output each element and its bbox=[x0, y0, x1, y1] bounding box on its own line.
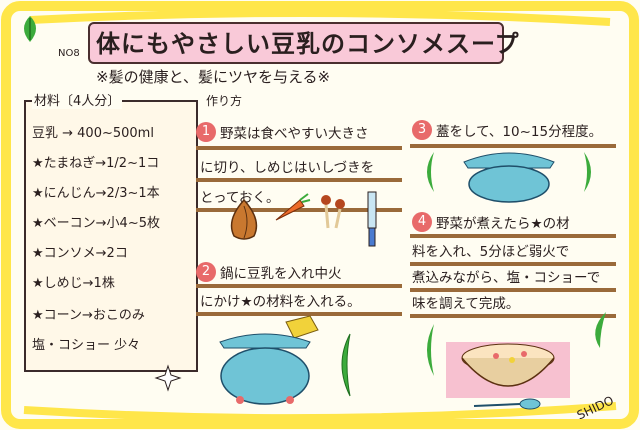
step-4-line-1: 野菜が煮えたら★の材 bbox=[436, 216, 570, 232]
page-title: 体にもやさしい豆乳のコンソメスープ bbox=[96, 30, 520, 58]
knife-icon bbox=[367, 191, 377, 247]
ingredient-item: ★たまねぎ→1/2~1コ bbox=[32, 156, 160, 171]
pot-icon bbox=[463, 152, 555, 203]
ingredient-item: ★コンソメ→2コ bbox=[32, 246, 128, 261]
step-number-4: 4 bbox=[412, 212, 432, 232]
step-4-line-2: 料を入れ、5分ほど弱火で bbox=[412, 244, 570, 260]
ruled-line bbox=[410, 288, 616, 292]
ruled-line bbox=[196, 312, 402, 316]
soup-bowl-icon bbox=[446, 342, 570, 398]
ingredients-heading: 材料〔4人分〕 bbox=[32, 90, 123, 109]
onion-icon bbox=[230, 198, 258, 240]
ingredient-item: ★コーン→おこのみ bbox=[32, 308, 145, 323]
step-2-line-2: にかけ★の材料を入れる。 bbox=[200, 294, 361, 310]
step-number-3: 3 bbox=[412, 120, 432, 140]
pot-icon bbox=[219, 333, 311, 405]
ingredient-item: 豆乳 → 400~500ml bbox=[32, 126, 154, 141]
method-heading: 作り方 bbox=[206, 94, 243, 108]
sparkle-icon bbox=[154, 364, 182, 392]
step-number-2: 2 bbox=[196, 262, 216, 282]
step-4-line-4: 味を調えて完成。 bbox=[412, 296, 520, 312]
ingredient-item: 塩・コショー 少々 bbox=[32, 338, 141, 353]
ingredients-box bbox=[24, 100, 198, 372]
ruled-line bbox=[196, 284, 402, 288]
issue-number: NO8 bbox=[58, 48, 80, 59]
step-1-line-1: 野菜は食べやすい大きさ bbox=[220, 126, 369, 142]
step-3-line-1: 蓋をして、10~15分程度。 bbox=[436, 124, 603, 140]
ingredient-item: ★しめじ→1株 bbox=[32, 276, 115, 291]
ruled-line bbox=[410, 314, 616, 318]
ruled-line bbox=[196, 146, 402, 150]
step-1-line-2: に切り、しめじはいしづきを bbox=[200, 160, 375, 176]
step-2-line-1: 鍋に豆乳を入れ中火 bbox=[220, 266, 342, 282]
ruled-line bbox=[410, 234, 616, 238]
ruled-line bbox=[410, 144, 616, 148]
step-number-1: 1 bbox=[196, 122, 216, 142]
leaf-icon bbox=[595, 312, 606, 348]
leaf-icon bbox=[584, 152, 591, 192]
leaf-icon bbox=[341, 333, 351, 397]
step-1-line-3: とっておく。 bbox=[200, 190, 280, 206]
leaf-icon bbox=[24, 16, 36, 42]
leaf-icon bbox=[427, 152, 434, 192]
ruled-line bbox=[410, 262, 616, 266]
ruled-line bbox=[196, 208, 402, 212]
step-4-line-3: 煮込みながら、塩・コショーで bbox=[412, 270, 601, 286]
title-bar bbox=[88, 22, 504, 64]
subtitle: ※髪の健康と、髪にツヤを与える※ bbox=[96, 68, 331, 86]
ingredient-item: ★ベーコン→小4~5枚 bbox=[32, 216, 160, 231]
leaf-icon bbox=[427, 324, 434, 376]
ingredient-item: ★にんじん→2/3~1本 bbox=[32, 186, 160, 201]
ruled-line bbox=[196, 178, 402, 182]
mushroom-icon bbox=[321, 195, 345, 229]
carrot-icon bbox=[275, 193, 311, 221]
spoon-icon bbox=[473, 398, 541, 410]
